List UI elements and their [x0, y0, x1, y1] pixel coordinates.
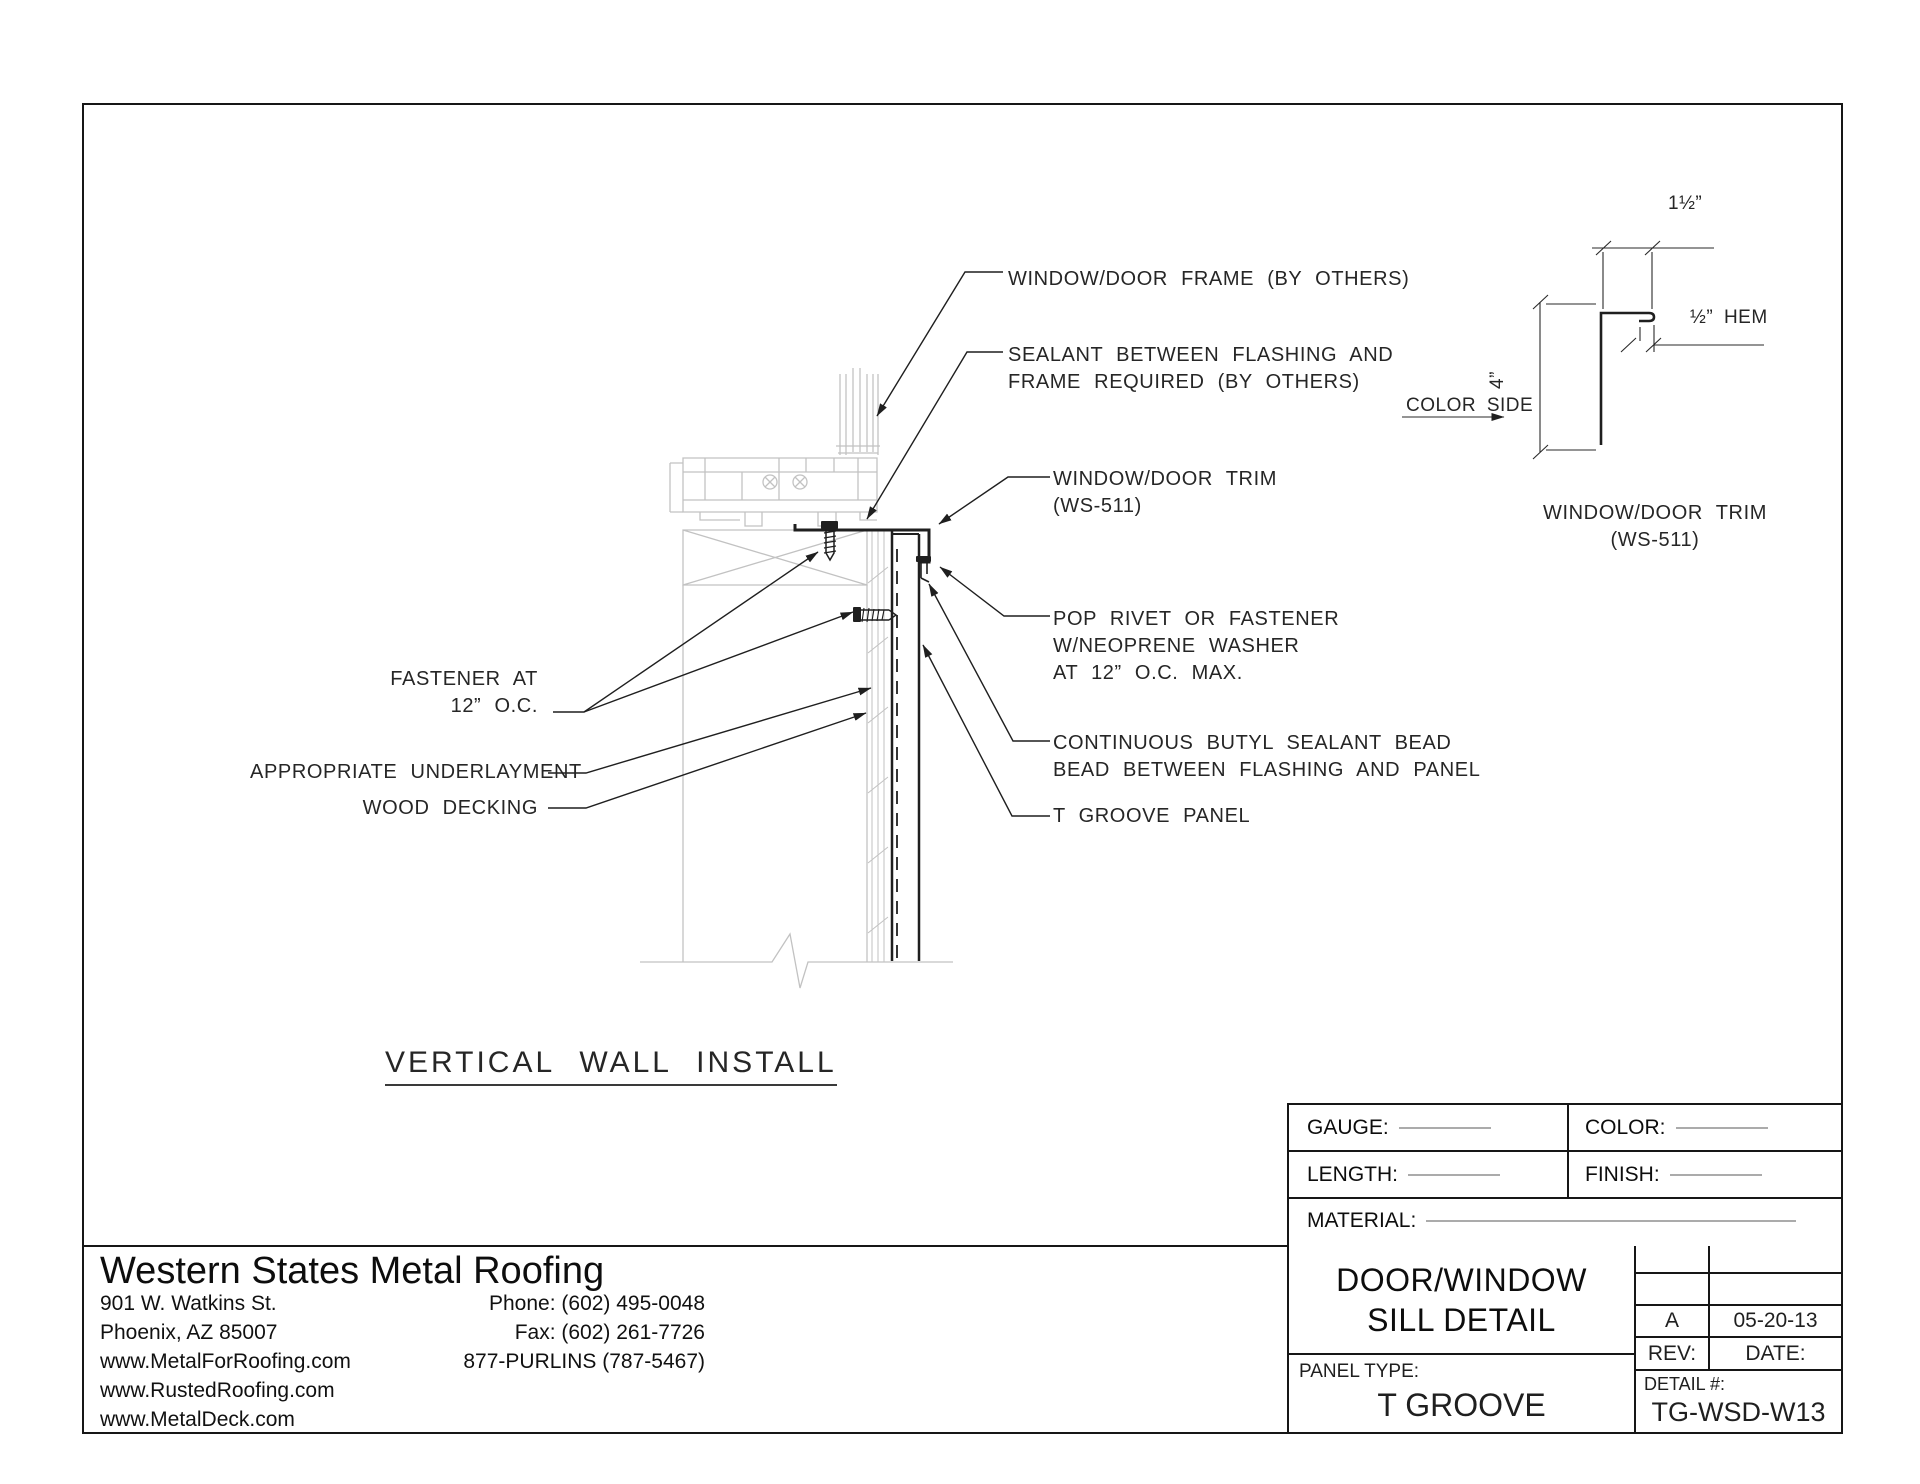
- company-website-2: www.RustedRoofing.com: [100, 1379, 335, 1402]
- rev-value: A: [1664, 1309, 1679, 1332]
- detail-number-value: TG-WSD-W13: [1651, 1397, 1826, 1427]
- date-label: DATE:: [1745, 1341, 1806, 1365]
- callout-butyl-sealant: CONTINUOUS BUTYL SEALANT BEAD BEAD BETWE…: [1053, 730, 1480, 784]
- callout-butyl-line1: CONTINUOUS BUTYL SEALANT BEAD: [1053, 732, 1452, 754]
- callout-trim-line2: (WS-511): [1053, 495, 1142, 517]
- company-address-line2: Phoenix, AZ 85007: [100, 1321, 278, 1344]
- panel-type-cell: PANEL TYPE: T GROOVE: [1289, 1355, 1634, 1432]
- detail-title-cell: DOOR/WINDOW SILL DETAIL: [1289, 1246, 1634, 1355]
- color-blank-line: [1675, 1126, 1768, 1129]
- profile-caption-line1: WINDOW/DOOR TRIM: [1543, 502, 1767, 524]
- callout-rivet-line1: POP RIVET OR FASTENER: [1053, 608, 1340, 630]
- finish-label: FINISH:: [1585, 1162, 1660, 1186]
- gauge-blank-line: [1398, 1126, 1491, 1129]
- date-value: 05-20-13: [1733, 1309, 1818, 1332]
- profile-caption: WINDOW/DOOR TRIM (WS-511): [1520, 500, 1790, 554]
- window-frame-lines: [640, 368, 953, 989]
- fastener-head: [821, 521, 838, 529]
- pop-rivet: [916, 556, 931, 562]
- material-cell: MATERIAL:: [1289, 1199, 1841, 1242]
- company-website-3: www.MetalDeck.com: [100, 1408, 295, 1431]
- gauge-label: GAUGE:: [1307, 1115, 1389, 1139]
- company-website-1: www.MetalForRoofing.com: [100, 1350, 351, 1373]
- callout-fastener-line2: 12” O.C.: [450, 695, 538, 717]
- callout-sealant-line2: FRAME REQUIRED (BY OTHERS): [1008, 371, 1360, 393]
- section-title: VERTICAL WALL INSTALL: [385, 1046, 837, 1086]
- material-label: MATERIAL:: [1307, 1208, 1417, 1232]
- detail-number-cell: DETAIL #: TG-WSD-W13: [1636, 1371, 1841, 1432]
- trim-and-panel-lines: [793, 521, 931, 961]
- callout-rivet-line3: AT 12” O.C. MAX.: [1053, 662, 1243, 684]
- profile-color-side-label: COLOR SIDE: [1406, 395, 1534, 416]
- company-tollfree: 877-PURLINS (787-5467): [463, 1350, 705, 1373]
- callout-sealant-line1: SEALANT BETWEEN FLASHING AND: [1008, 344, 1394, 366]
- detail-number-label: DETAIL #:: [1644, 1374, 1726, 1394]
- leader-lines: [548, 271, 1050, 817]
- rev-empty-cell-2: [1636, 1274, 1710, 1304]
- callout-butyl-line2: BEAD BETWEEN FLASHING AND PANEL: [1053, 759, 1481, 781]
- gauge-cell: GAUGE:: [1289, 1105, 1569, 1150]
- company-fax: Fax: (602) 261-7726: [514, 1321, 705, 1344]
- callout-fastener-line1: FASTENER AT: [390, 668, 538, 690]
- company-block-divider: [82, 1245, 1289, 1247]
- rev-empty-cell-1: [1636, 1246, 1710, 1272]
- callout-rivet-line2: W/NEOPRENE WASHER: [1053, 635, 1300, 657]
- length-label: LENGTH:: [1307, 1162, 1399, 1186]
- sheet-border: [82, 103, 1843, 1434]
- detail-title-line1: DOOR/WINDOW: [1336, 1261, 1587, 1298]
- title-block: DOOR/WINDOW SILL DETAIL PANEL TYPE: T GR…: [1287, 1246, 1843, 1434]
- title-block-right: A 05-20-13 REV: DATE: DETAIL #: TG-WSD-W…: [1636, 1246, 1841, 1432]
- callout-fastener: FASTENER AT 12” O.C.: [250, 666, 538, 720]
- specs-table: GAUGE: COLOR: LENGTH: FINISH: MATERIAL:: [1287, 1103, 1843, 1248]
- profile-dim-width: 1½”: [1668, 193, 1703, 214]
- panel-type-value: T GROOVE: [1377, 1387, 1546, 1423]
- rev-label-cell: REV:: [1636, 1338, 1710, 1369]
- finish-cell: FINISH:: [1569, 1152, 1841, 1197]
- profile-caption-line2: (WS-511): [1610, 529, 1700, 551]
- dimension-lines: [1402, 240, 1764, 460]
- profile-dim-hem: ½” HEM: [1690, 307, 1768, 328]
- material-blank-line: [1426, 1219, 1797, 1222]
- trim-profile: [1402, 240, 1764, 460]
- finish-blank-line: [1669, 1173, 1762, 1176]
- color-label: COLOR:: [1585, 1115, 1666, 1139]
- date-label-cell: DATE:: [1710, 1338, 1841, 1369]
- rev-value-cell: A: [1636, 1306, 1710, 1336]
- callout-wood-decking: WOOD DECKING: [362, 797, 538, 819]
- callout-t-groove-panel: T GROOVE PANEL: [1053, 805, 1251, 827]
- company-phone: Phone: (602) 495-0048: [489, 1292, 705, 1315]
- callout-trim-line1: WINDOW/DOOR TRIM: [1053, 468, 1277, 490]
- color-cell: COLOR:: [1569, 1105, 1841, 1150]
- callout-underlayment: APPROPRIATE UNDERLAYMENT: [250, 761, 582, 783]
- profile-dim-height: 4”: [1487, 371, 1508, 389]
- detail-title-line2: SILL DETAIL: [1367, 1301, 1556, 1338]
- callout-window-door-trim: WINDOW/DOOR TRIM (WS-511): [1053, 466, 1277, 520]
- company-address-line1: 901 W. Watkins St.: [100, 1292, 277, 1315]
- callout-sealant: SEALANT BETWEEN FLASHING AND FRAME REQUI…: [1008, 342, 1393, 396]
- title-block-left: DOOR/WINDOW SILL DETAIL PANEL TYPE: T GR…: [1289, 1246, 1636, 1432]
- callout-pop-rivet: POP RIVET OR FASTENER W/NEOPRENE WASHER …: [1053, 606, 1339, 687]
- date-value-cell: 05-20-13: [1710, 1306, 1841, 1336]
- callout-window-door-frame: WINDOW/DOOR FRAME (BY OTHERS): [1008, 268, 1410, 290]
- company-name: Western States Metal Roofing: [100, 1250, 605, 1292]
- length-blank-line: [1408, 1173, 1501, 1176]
- rev-label: REV:: [1647, 1341, 1697, 1365]
- length-cell: LENGTH:: [1289, 1152, 1569, 1197]
- panel-type-label: PANEL TYPE:: [1299, 1361, 1420, 1382]
